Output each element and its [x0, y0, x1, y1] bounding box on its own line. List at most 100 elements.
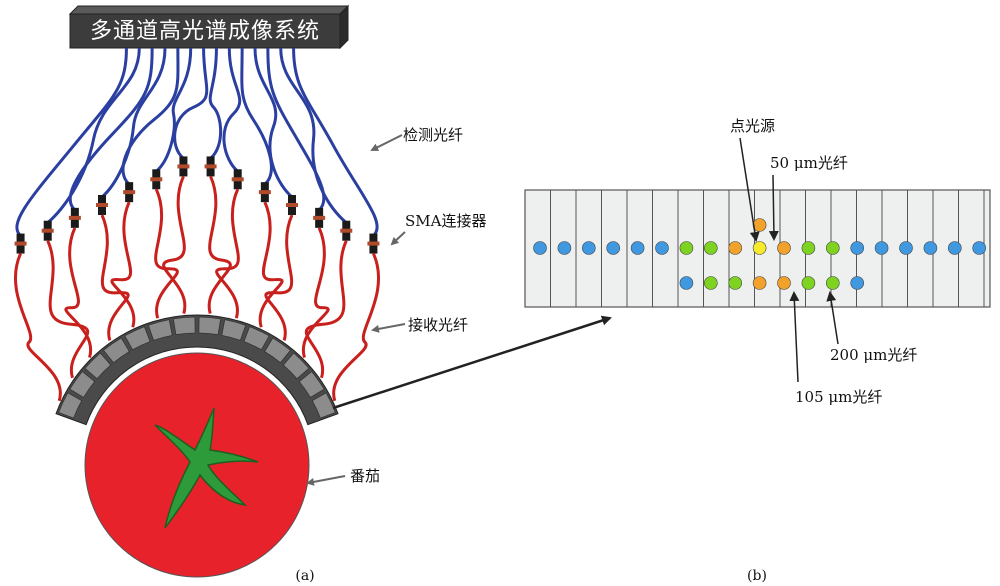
fiber-200-pointer [826, 291, 839, 345]
fiber-dot-yellow [752, 241, 767, 255]
sma-label: SMA连接器 [405, 212, 486, 230]
sma-connector-ring [14, 241, 27, 246]
probe-segment [58, 392, 83, 419]
panel-a: 多通道高光谱成像系统 检测光纤 SMA连接器 接收光纤 番茄 (a) [14, 4, 486, 584]
probe-segment [298, 370, 325, 398]
point-source-pointer [739, 137, 760, 242]
sma-connector-ring [258, 190, 271, 195]
probe-segment [147, 319, 173, 341]
sma-connector-ring [41, 228, 54, 233]
probe-segment [311, 392, 336, 419]
fiber-dot-green [801, 276, 816, 290]
detection-fiber [253, 47, 294, 199]
receiving-fiber-label: 接收光纤 [408, 316, 468, 334]
fiber-dot-green [679, 241, 694, 255]
caption-b: (b) [747, 568, 767, 584]
receiving-fiber [100, 214, 130, 341]
fiber-dot-blue [923, 241, 938, 255]
probe-segment [172, 316, 196, 336]
fiber-dot-blue [874, 241, 889, 255]
sma-connector-ring [286, 203, 298, 207]
sma-connector-ring [231, 177, 244, 182]
sma-connector-ring [177, 164, 190, 169]
detection-fiber [240, 47, 273, 186]
tomato-calyx [154, 407, 259, 529]
receiving-fiber [64, 227, 93, 358]
fiber-50-label: 50 μm光纤 [770, 154, 848, 172]
probe-segment [198, 316, 222, 336]
probe-segment [264, 337, 292, 364]
receiving-fiber [304, 240, 348, 379]
detection-fiber [279, 47, 348, 224]
detection-fiber [121, 47, 180, 186]
detection-fiber [173, 47, 209, 160]
sma-connector-ring [150, 177, 163, 182]
receiving-fiber [332, 252, 380, 402]
fiber-200-label: 200 μm光纤 [830, 346, 917, 364]
fiber-dot-blue [630, 241, 645, 255]
fiber-dot-green [825, 276, 840, 290]
probe-band [55, 314, 339, 426]
tomato [84, 352, 310, 578]
detection-fiber-pointer [370, 134, 403, 151]
fiber-dot-orange [728, 241, 743, 255]
fiber-bundle [14, 47, 380, 402]
detection-fiber [222, 47, 242, 173]
fiber-dot-green [801, 241, 816, 255]
fiber-dot-blue [899, 241, 913, 255]
fiber-dot-blue [533, 241, 547, 255]
tomato-pointer [306, 475, 346, 486]
detection-fiber [46, 47, 141, 224]
receiving-fiber-pointer [371, 323, 406, 333]
fiber-dot-blue [655, 241, 669, 255]
fiber-dot-green [703, 241, 718, 255]
sma-connector-ring [367, 241, 380, 246]
probe-segment [124, 326, 151, 351]
detection-fiber [15, 47, 128, 237]
probe-segment [221, 319, 247, 341]
sma-pointer [390, 231, 406, 246]
receiving-fiber [258, 201, 284, 328]
sma-connector-ring [340, 228, 353, 233]
receiving-fiber [14, 252, 62, 402]
fiber-array-dots [533, 218, 987, 290]
system-label: 多通道高光谱成像系统 [90, 19, 320, 44]
probe-segment [243, 326, 270, 351]
fiber-dot-orange [777, 276, 791, 290]
probe-segment [69, 370, 96, 398]
point-source-label: 点光源 [730, 117, 775, 135]
fiber-dot-blue [581, 241, 596, 255]
fiber-dot-green [825, 241, 840, 255]
probe-segment [102, 337, 130, 364]
fiber-dot-orange [777, 241, 791, 255]
fiber-dot-green [703, 276, 718, 290]
receiving-fiber [301, 227, 330, 358]
fiber-dot-green [728, 276, 743, 290]
probe-holder [55, 314, 339, 426]
fiber-50-pointer [768, 174, 779, 241]
probe-segment [282, 352, 310, 380]
probe-segment [84, 352, 112, 380]
zoom-arrow [332, 315, 612, 410]
fiber-dot-blue [850, 241, 865, 255]
fiber-105-pointer [789, 291, 800, 383]
detection-fiber [292, 47, 379, 237]
sma-connector-ring [204, 164, 217, 169]
detection-fiber [100, 47, 167, 199]
panel-b: 点光源 50 μm光纤 200 μm光纤 105 μm光纤 (b) [524, 117, 991, 584]
fiber-105-label: 105 μm光纤 [795, 388, 882, 406]
fiber-dot-blue [557, 241, 572, 255]
fiber-dot-blue [606, 241, 621, 255]
tomato-label: 番茄 [350, 467, 380, 485]
hyperspectral-system-box: 多通道高光谱成像系统 [68, 4, 350, 50]
fiber-dot-blue [972, 241, 987, 255]
sma-connector-ring [68, 215, 81, 220]
detection-fiber [208, 47, 223, 160]
detection-fiber [155, 47, 193, 173]
receiving-fiber [264, 214, 294, 341]
receiving-fiber [110, 201, 136, 328]
detection-fiber [68, 47, 154, 211]
receiving-fiber [46, 240, 90, 379]
fiber-dot-blue [947, 241, 962, 255]
receiving-fiber [215, 188, 240, 319]
